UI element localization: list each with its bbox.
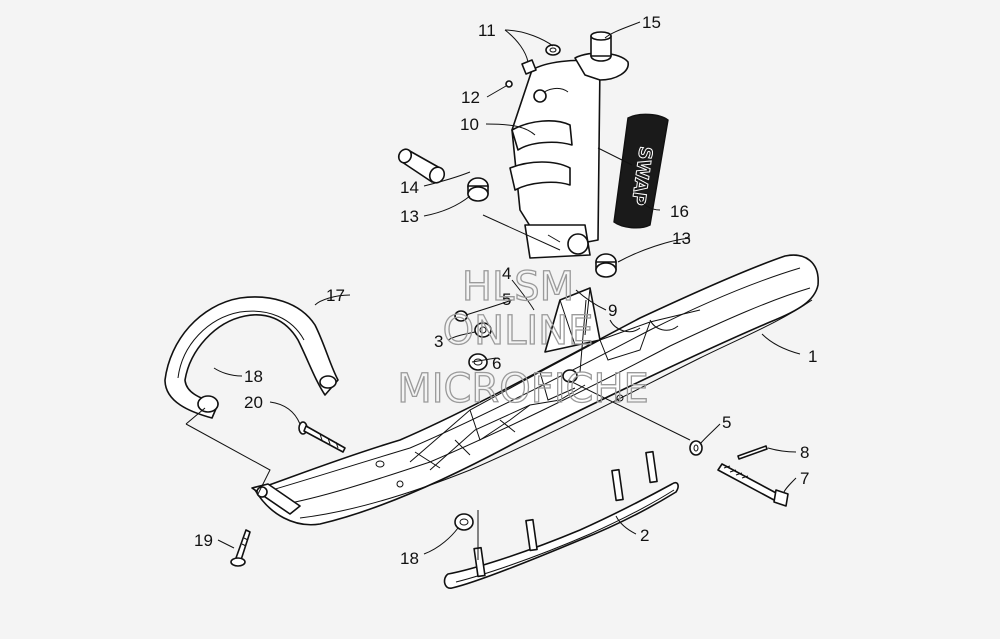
callout-3: 3	[434, 332, 443, 351]
watermark-line2: ONLINE	[443, 308, 594, 354]
callout-20: 20	[244, 393, 263, 412]
spacer-3	[474, 322, 492, 338]
ski-loop-handle	[164, 296, 339, 419]
grease-fitting-12	[505, 80, 513, 88]
callout-13-left: 13	[400, 207, 419, 226]
cotter-pin-8	[737, 445, 768, 460]
callout-13-right: 13	[672, 229, 691, 248]
callout-19: 19	[194, 531, 213, 550]
washer-5	[689, 440, 703, 456]
callout-5-right: 5	[722, 413, 731, 432]
nut-18-lower	[454, 513, 474, 531]
callout-11: 11	[478, 21, 496, 40]
callout-9: 9	[608, 301, 617, 320]
bolt-20	[298, 421, 346, 453]
callout-8: 8	[800, 443, 809, 462]
watermark-line1: HLSM	[462, 264, 574, 310]
wear-bar	[443, 450, 679, 589]
callout-12: 12	[461, 88, 480, 107]
callouts: 1 2 3 4 5 5 6 7 8 9 10 11 12 13 13 14 15…	[194, 13, 817, 568]
watermark: HLSM ONLINE MICROFICHE	[397, 263, 650, 412]
callout-16: 16	[670, 202, 689, 221]
nut-11	[521, 59, 537, 75]
bushing-13-lower	[595, 253, 617, 278]
bushing-13-upper	[467, 177, 489, 202]
callout-10: 10	[460, 115, 479, 134]
decal-16: SWAP	[613, 113, 669, 229]
spindle	[509, 52, 629, 259]
nut-6	[468, 353, 488, 371]
callout-2: 2	[640, 526, 649, 545]
watermark-line3: MICROFICHE	[397, 366, 649, 412]
callout-1: 1	[808, 347, 817, 366]
bushing-14	[397, 148, 446, 184]
callout-18-upper: 18	[244, 367, 263, 386]
nut-4	[454, 310, 468, 322]
hub-bolt	[562, 369, 578, 383]
callout-4: 4	[502, 264, 511, 283]
washer-11	[545, 44, 561, 56]
callout-14: 14	[400, 178, 419, 197]
callout-17: 17	[326, 286, 345, 305]
bolt-7	[717, 463, 789, 507]
screw-19	[230, 529, 251, 567]
callout-7: 7	[800, 469, 809, 488]
cap-15	[590, 31, 612, 62]
callout-6: 6	[492, 354, 501, 373]
leader-lines	[185, 21, 801, 560]
callout-18-lower: 18	[400, 549, 419, 568]
callout-15: 15	[642, 13, 661, 32]
callout-5-upper: 5	[502, 290, 511, 309]
ski-body	[251, 254, 819, 526]
